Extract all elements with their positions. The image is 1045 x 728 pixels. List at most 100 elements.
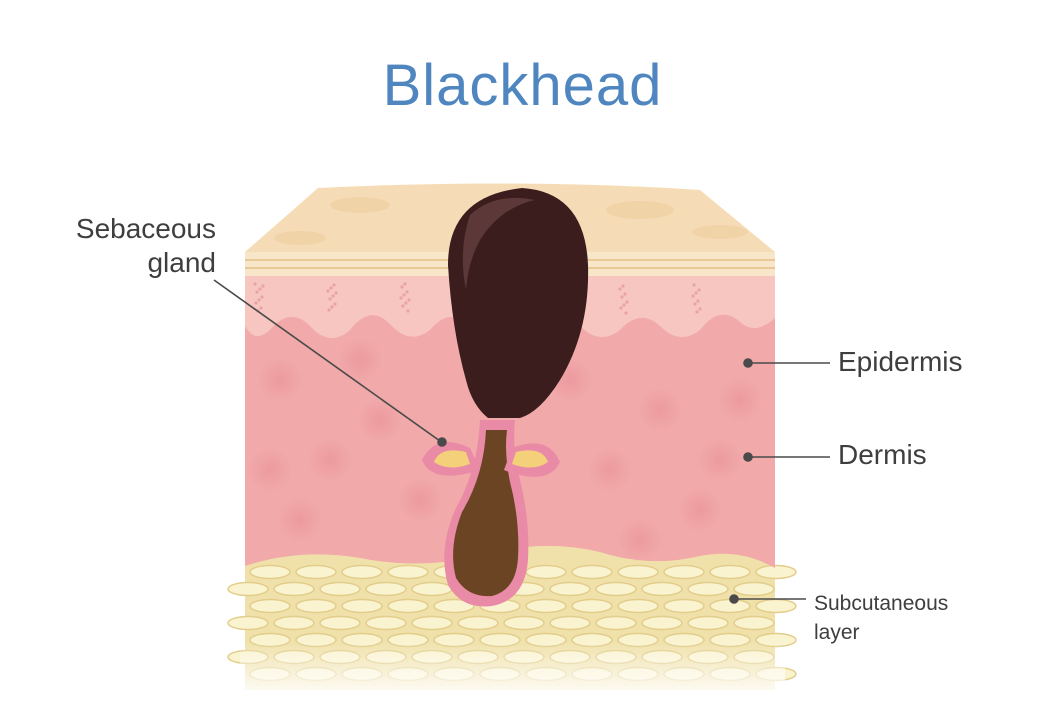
- sebaceous-gland-label-line1: Sebaceous: [75, 213, 216, 244]
- epidermis-dot: [259, 306, 263, 310]
- fat-cell: [411, 581, 453, 597]
- epidermis-dot: [331, 294, 335, 298]
- epidermis-dot: [696, 299, 700, 303]
- fat-cell: [571, 564, 613, 580]
- epidermis-dot: [403, 282, 407, 286]
- subcutaneous-layer: [227, 542, 797, 700]
- leader-lines: [213, 279, 830, 604]
- fat-cell: [549, 581, 591, 597]
- fat-cell: [663, 598, 705, 614]
- epidermis-dot: [261, 284, 265, 288]
- epidermis-dot: [258, 287, 262, 291]
- epidermis-dot: [697, 288, 701, 292]
- epidermis-dot: [620, 295, 624, 299]
- fat-cell: [709, 564, 751, 580]
- epidermis-dot: [334, 291, 338, 295]
- epidermis-dot: [622, 303, 626, 307]
- epidermis-dot: [621, 284, 625, 288]
- epidermis-dot: [401, 304, 405, 308]
- epidermis-dot: [623, 292, 627, 296]
- epidermis-dot: [406, 309, 410, 313]
- epidermis-dot: [329, 286, 333, 290]
- fat-cell: [525, 598, 567, 614]
- dermis-spot: [338, 338, 382, 382]
- fat-cell: [295, 564, 337, 580]
- dermis-spot: [398, 478, 442, 522]
- dermis-spot: [678, 488, 722, 532]
- fat-cell: [549, 615, 591, 631]
- epidermis-dot: [257, 298, 261, 302]
- fat-cell: [687, 581, 729, 597]
- dermis-spot: [698, 438, 742, 482]
- epidermis-dot: [400, 285, 404, 289]
- dermis-label: Dermis: [838, 439, 927, 470]
- epidermis-dot: [404, 301, 408, 305]
- fat-cell: [755, 564, 797, 580]
- epidermis-dot: [693, 302, 697, 306]
- epidermis-dot: [698, 307, 702, 311]
- fat-cell: [755, 598, 797, 614]
- epidermis-dot: [619, 306, 623, 310]
- fat-cell: [617, 598, 659, 614]
- epidermis-dot: [330, 305, 334, 309]
- fat-cell: [227, 581, 269, 597]
- dermis-spot: [278, 498, 322, 542]
- dermis-spot: [248, 448, 292, 492]
- dermis-spot: [358, 398, 402, 442]
- fat-cell: [733, 581, 775, 597]
- epidermis-dot: [327, 308, 331, 312]
- epidermis-dot: [695, 310, 699, 314]
- dermis-spot: [588, 448, 632, 492]
- fat-cell: [457, 615, 499, 631]
- subcutaneous-label-line2: layer: [814, 621, 860, 644]
- epidermis-dot: [399, 296, 403, 300]
- dermis-spot: [258, 358, 302, 402]
- epidermis-dot: [402, 293, 406, 297]
- epidermis-dot: [618, 287, 622, 291]
- fat-cell: [687, 615, 729, 631]
- epidermis-dot: [326, 289, 330, 293]
- dermis-spot: [618, 518, 662, 562]
- blackhead-plug: [448, 188, 589, 418]
- epidermis-dot: [624, 311, 628, 315]
- fat-cell: [249, 564, 291, 580]
- epidermis-dot: [691, 294, 695, 298]
- fat-cell: [411, 615, 453, 631]
- fat-cell: [733, 615, 775, 631]
- dermis-spot: [638, 388, 682, 432]
- fat-cell: [341, 564, 383, 580]
- fat-cell: [641, 615, 683, 631]
- epidermis-dot: [328, 297, 332, 301]
- epidermis-dot: [332, 283, 336, 287]
- fat-cell: [273, 615, 315, 631]
- fat-cell: [663, 564, 705, 580]
- epidermis-dot: [625, 300, 629, 304]
- epidermis-dot: [255, 290, 259, 294]
- epidermis-dot: [253, 282, 257, 286]
- epidermis-dot: [405, 290, 409, 294]
- fat-cell: [387, 598, 429, 614]
- epidermis-dot: [254, 301, 258, 305]
- epidermis-label: Epidermis: [838, 346, 963, 377]
- dermis-spot: [718, 378, 762, 422]
- fat-cell: [227, 615, 269, 631]
- fat-cell: [295, 598, 337, 614]
- fat-cell: [595, 581, 637, 597]
- fat-cell: [365, 581, 407, 597]
- fat-cell: [571, 598, 613, 614]
- fat-cell: [503, 615, 545, 631]
- fat-cell: [433, 598, 475, 614]
- fat-cell: [387, 564, 429, 580]
- epidermis-dot: [407, 298, 411, 302]
- epidermis-dot: [260, 295, 264, 299]
- epidermis-dot: [333, 302, 337, 306]
- subcutaneous-layer-label: Subcutaneous layer: [814, 589, 1014, 647]
- fat-cell: [595, 615, 637, 631]
- diagram-title: Blackhead: [382, 53, 663, 118]
- fat-cell: [341, 598, 383, 614]
- dermis-spot: [308, 438, 352, 482]
- fat-cell: [319, 615, 361, 631]
- epidermis-dot: [692, 283, 696, 287]
- fat-cell: [365, 615, 407, 631]
